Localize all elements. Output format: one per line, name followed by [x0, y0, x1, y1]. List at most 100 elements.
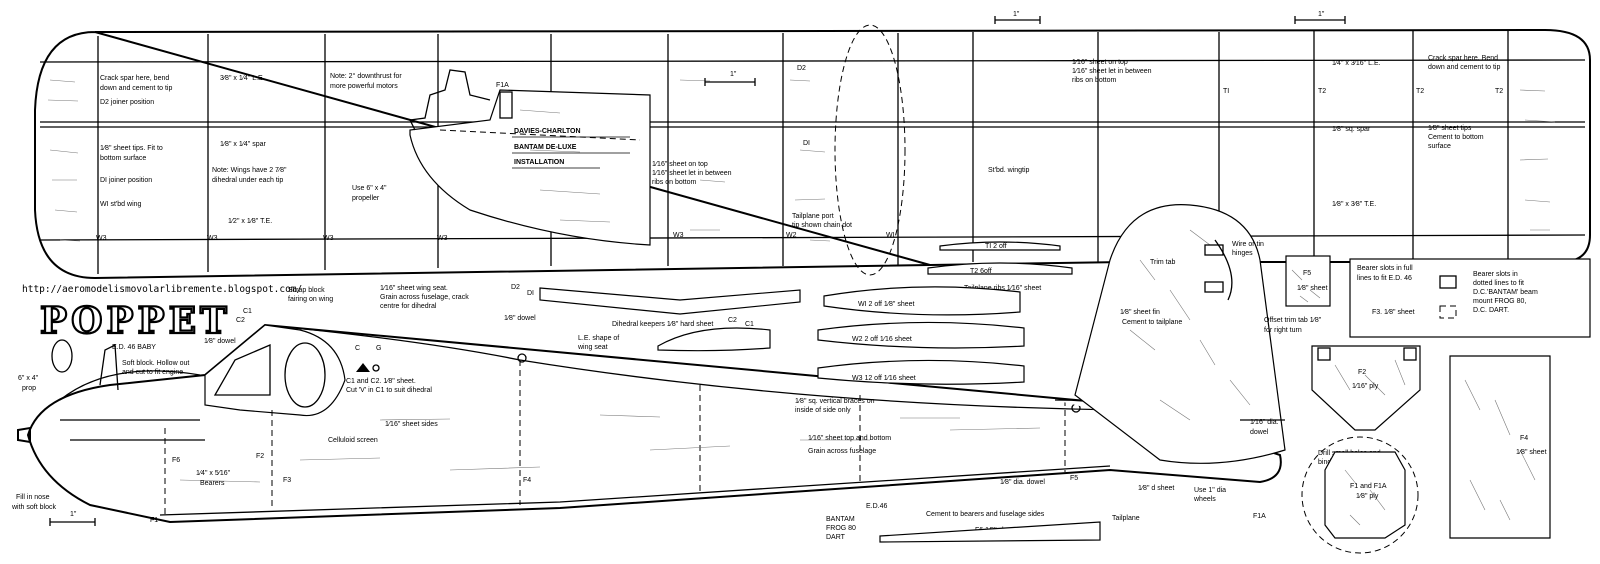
trim-tab [1214, 239, 1233, 301]
sheet-top-right-3: ribs on bottom [1072, 77, 1117, 84]
sheet-top-right-2: 1⁄16" sheet let in between [1072, 68, 1152, 75]
c1-label: C1 [243, 308, 252, 315]
rib-t2 [927, 262, 1073, 275]
sheet-top-center-1: 1⁄16" sheet on top [652, 161, 708, 168]
scale-marks: 1" 1" 1" 1" [49, 11, 1346, 526]
bearer-right-4: mount FROG 80, [1473, 298, 1526, 305]
wing-te-line [39, 234, 1586, 241]
fill-nose-2: with soft block [11, 504, 56, 511]
ed46-baby-label: E.D. 46 BABY [112, 344, 156, 351]
c2-small-label: C2 [728, 317, 737, 324]
fuselage-labels: Scrap block fairing on wing 1⁄16" sheet … [11, 284, 1101, 543]
rib-label-t2-3: T2 [1495, 88, 1503, 95]
f6-label: F6 [172, 457, 180, 464]
dia-dowel-right-1: 1⁄16" dia. [1250, 419, 1279, 426]
d2-joiner-label: D2 joiner position [100, 99, 154, 106]
le-shape-2: wing seat [577, 344, 608, 351]
f3-label: F3 [283, 477, 291, 484]
engine-frog: FROG 80 [826, 525, 856, 532]
scale-mark-1: 1" [1013, 11, 1020, 18]
dowel-top-label: 1⁄8" dowel [504, 315, 536, 322]
sheet-tips-right-1: 1⁄8" sheet tips [1428, 125, 1472, 132]
f1-label: F1 [150, 517, 158, 524]
celluloid-screen-outline [284, 342, 326, 408]
engine-head [51, 339, 73, 373]
sheet-sides-label: 1⁄16" sheet sides [385, 421, 438, 428]
scrap-block-1: Scrap block [288, 287, 325, 294]
sheet-tips-left-2: bottom surface [100, 155, 146, 162]
g-label: G [376, 345, 381, 352]
c1-small-label: C1 [745, 321, 754, 328]
trim-tab-label: Trim tab [1150, 259, 1176, 266]
le-right-label: 1⁄4" x 3⁄16" L.E. [1332, 60, 1381, 67]
rib-label-w3-5: W3 [673, 232, 684, 239]
hinge-2 [1204, 281, 1224, 293]
dowel-front [517, 353, 527, 363]
f5-label: F5 [1070, 475, 1078, 482]
f1-f1a-2: 1⁄8" ply [1356, 493, 1379, 500]
cabin-block [204, 324, 346, 417]
f5-sheet-label: 1⁄8" sheet [1297, 285, 1328, 292]
engine-cylinder [99, 343, 119, 391]
f1-f1a-1: F1 and F1A [1350, 483, 1387, 490]
fin [1074, 204, 1286, 464]
te-left-label: 1⁄2" x 1⁄8" T.E. [228, 218, 272, 225]
wing-planform [34, 24, 1591, 280]
bearer-right-1: Bearer slots in [1473, 271, 1518, 278]
d1-wing-label: DI [803, 140, 810, 147]
d-sheet-label: 1⁄8" d sheet [1138, 485, 1174, 492]
propeller-note-2: propeller [352, 195, 380, 202]
le-left-label: 3⁄8" x 1⁄4" L.E. [220, 75, 265, 82]
scale-mark-3: 1" [730, 71, 737, 78]
rib-w1-label: WI 2 off 1⁄8" sheet [858, 301, 914, 308]
wing-le-line [39, 59, 1586, 63]
wing-seat-2: Grain across fuselage, crack [380, 294, 469, 301]
tailplane-note-1: Tailplane port [792, 213, 834, 220]
wheels-1: Use 1" dia [1194, 487, 1226, 494]
rib-t2-label: T2 6off [970, 268, 992, 275]
celluloid-label: Celluloid screen [328, 437, 378, 444]
f4-sheet-label: 1⁄8" sheet [1516, 449, 1547, 456]
prop-label-2: prop [22, 385, 36, 392]
crack-spar-left-1: Crack spar here, bend [100, 75, 169, 82]
installation-2: BANTAM DE-LUXE [514, 144, 577, 151]
cement-bearers-label: Cement to bearers and fuselage sides [926, 511, 1045, 518]
rib-label-w2: W2 [786, 232, 797, 239]
dihedral-keepers-label: Dihedral keepers 1⁄8" hard sheet [612, 321, 713, 328]
downthrust-note-2: more powerful motors [330, 83, 398, 90]
bearers-2: Bearers [200, 480, 225, 487]
soft-block-1: Soft block. Hollow out [122, 360, 189, 367]
fill-nose-1: Fill in nose [16, 494, 50, 501]
spar-left-label: 1⁄8" x 1⁄4" spar [220, 141, 267, 148]
source-url: http://aeromodelismovolarlibremente.blog… [22, 284, 302, 295]
d1-joiner-label: DI joiner position [100, 177, 152, 184]
fuselage-bottom-line [159, 465, 1111, 516]
rib-label-t1: TI [1223, 88, 1229, 95]
c2-label: C2 [236, 317, 245, 324]
rib-label-w3-1: W3 [96, 235, 107, 242]
bearer-slot-box: Bearer slots in full lines to fit E.D. 4… [1349, 258, 1591, 338]
f2-part-label: F2 [1358, 369, 1366, 376]
le-shape-part [657, 327, 771, 352]
d2-wing-label: D2 [797, 65, 806, 72]
rib-label-t2-2: T2 [1416, 88, 1424, 95]
sq-braces-2: inside of side only [795, 407, 851, 414]
rib-label-w3-3: W3 [323, 235, 334, 242]
wing-ribs [97, 30, 1509, 274]
dihedral-note-1: Note: Wings have 2 7⁄8" [212, 167, 287, 174]
bearer-left-2: lines to fit E.D. 46 [1357, 275, 1412, 282]
rib-w2-label: W2 2 off 1⁄16 sheet [852, 336, 912, 343]
spinner [17, 426, 31, 444]
fuselage-top-line [264, 324, 1121, 411]
scale-mark-4: 1" [70, 511, 77, 518]
engine-bantam: BANTAM [826, 516, 855, 523]
crack-spar-left-2: down and cement to tip [100, 85, 172, 92]
rib-label-t2-1: T2 [1318, 88, 1326, 95]
f4-label: F4 [523, 477, 531, 484]
f6-bearer-part [879, 521, 1101, 543]
offset-trim-2: for right turn [1264, 327, 1302, 334]
wing-tip-grain [47, 79, 1556, 242]
propeller-note-1: Use 6" x 4" [352, 185, 387, 192]
dia-dowel-label: 1⁄8" dia. dowel [1000, 479, 1045, 486]
bearer-left-1: Bearer slots in full [1357, 265, 1413, 272]
